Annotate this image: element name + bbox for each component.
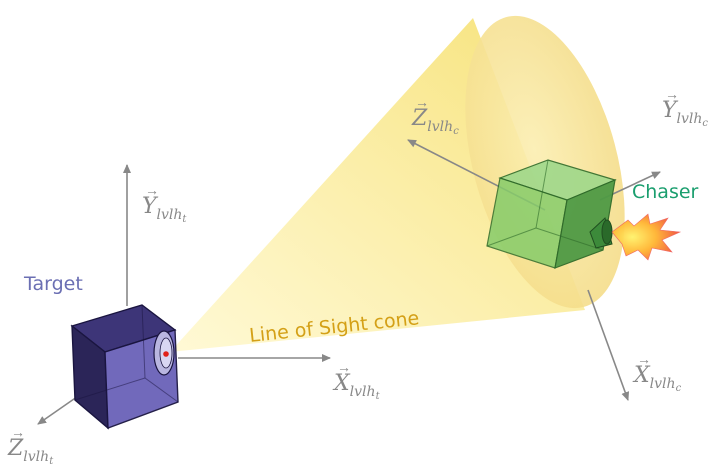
svg-text:→: →: [11, 426, 25, 441]
svg-text:→: →: [145, 184, 159, 199]
svg-text:Ylvlht: Ylvlht: [142, 194, 187, 225]
target-x-axis-label: Xlvlht →: [332, 361, 381, 402]
chaser-label: Chaser: [632, 181, 699, 203]
svg-text:→: →: [337, 361, 351, 376]
svg-text:→: →: [665, 88, 679, 103]
svg-text:Xlvlhc: Xlvlhc: [632, 363, 682, 394]
chaser-x-axis: [587, 289, 630, 401]
svg-text:Xlvlht: Xlvlht: [332, 371, 381, 402]
chaser-y-axis-label: Ylvlhc →: [662, 88, 708, 129]
svg-text:Zlvlhc: Zlvlhc: [411, 106, 459, 137]
target-z-axis-label: Zlvlht →: [7, 426, 54, 464]
target-label: Target: [23, 273, 83, 295]
sight-point: [163, 351, 169, 357]
svg-text:→: →: [415, 96, 429, 111]
thruster-flame: [611, 213, 682, 261]
svg-text:Ylvlhc: Ylvlhc: [662, 98, 708, 129]
svg-text:Zlvlht: Zlvlht: [7, 436, 54, 464]
chaser-spacecraft: [486, 159, 617, 269]
chaser-z-axis-label: Zlvlhc →: [411, 96, 459, 137]
chaser-x-axis-label: Xlvlhc →: [632, 353, 682, 394]
target-spacecraft: [70, 304, 179, 430]
target-y-axis-label: Ylvlht →: [142, 184, 187, 225]
svg-text:→: →: [637, 353, 651, 368]
